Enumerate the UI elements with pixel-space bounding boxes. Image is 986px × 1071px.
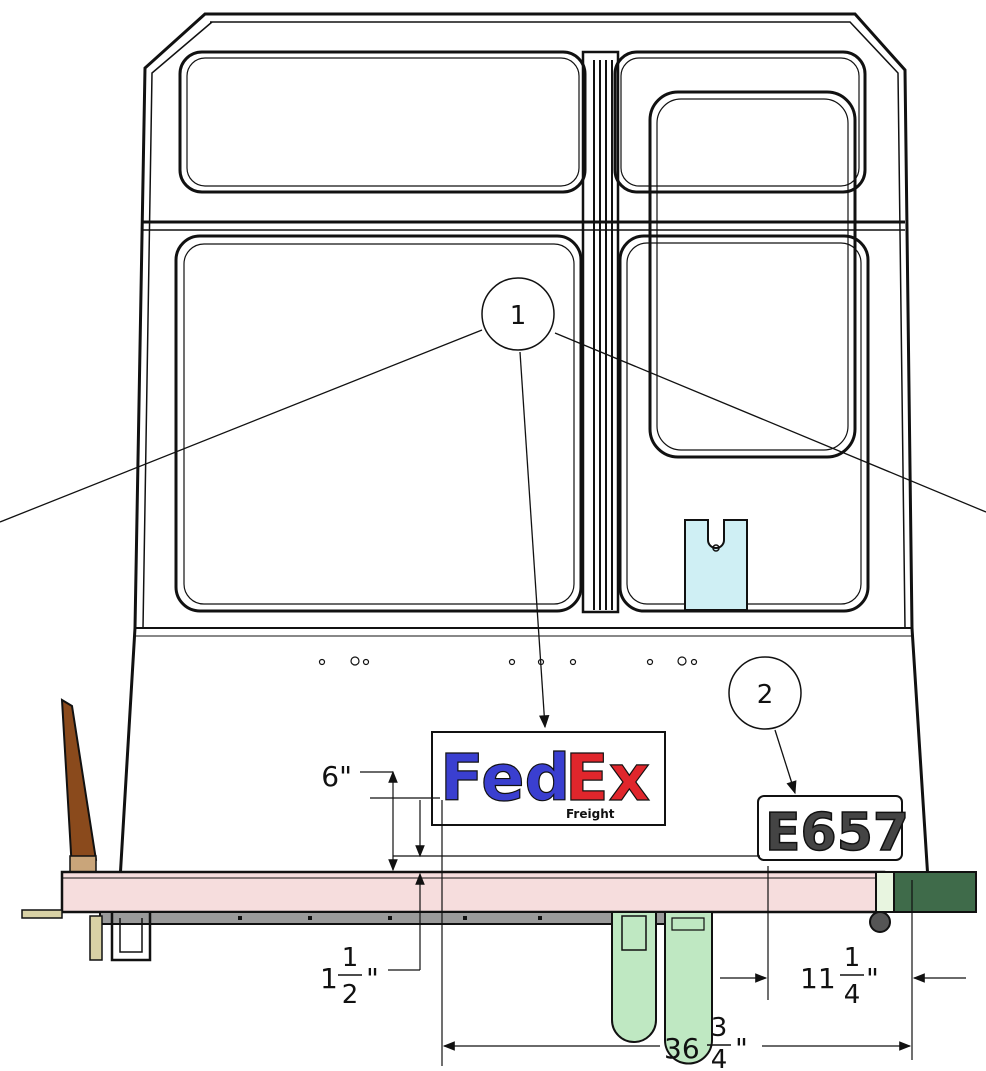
dim-36-3-4-num: 3 <box>711 1013 728 1043</box>
dim-36-3-4-inch: 36 3 4 " <box>441 800 912 1071</box>
upper-window <box>178 50 867 194</box>
trailer-hitch <box>869 871 977 933</box>
dim-36-3-4-den: 4 <box>711 1045 728 1071</box>
step-left <box>611 911 657 1043</box>
step-right <box>664 911 713 1065</box>
balloon-2: 2 <box>728 656 802 795</box>
dim-1-1-2-den: 2 <box>342 980 359 1010</box>
mount-bracket <box>684 519 748 611</box>
logo-fed-text: Fed <box>440 742 570 816</box>
center-post <box>581 50 620 614</box>
dim-36-3-4-whole: 36 <box>664 1032 700 1065</box>
dim-1-1-2-whole: 1 <box>320 962 338 995</box>
balloon-2-label: 2 <box>757 680 774 710</box>
rear-window <box>174 90 870 613</box>
balloon-1: 1 <box>0 277 986 729</box>
unit-number-text: E657 <box>765 803 909 863</box>
dim-11-1-4-num: 1 <box>844 943 861 973</box>
dim-36-3-4-unit: " <box>735 1032 748 1065</box>
mud-flap <box>60 698 98 877</box>
dim-11-1-4-den: 4 <box>844 980 861 1010</box>
dim-1-1-2-num: 1 <box>342 943 359 973</box>
dim-11-1-4-unit: " <box>866 962 879 995</box>
dim-11-1-4-whole: 11 <box>800 962 836 995</box>
under-frame <box>21 909 711 962</box>
dim-1-1-2-unit: " <box>366 962 379 995</box>
balloon-1-label: 1 <box>510 301 527 331</box>
dim-6-inch: 6" <box>321 760 760 872</box>
fedex-logo-decal: Fed Ex Freight <box>431 731 666 826</box>
dim-1-1-2-inch: 1 1 2 " <box>320 800 425 1010</box>
dim-6-label: 6" <box>321 760 352 793</box>
unit-number-plate: E657 <box>757 795 910 864</box>
logo-ex-text: Ex <box>565 742 650 816</box>
logo-sub-text: Freight <box>566 807 615 821</box>
rear-bumper <box>60 870 897 914</box>
dim-11-1-4-inch: 11 1 4 " <box>720 866 966 1060</box>
